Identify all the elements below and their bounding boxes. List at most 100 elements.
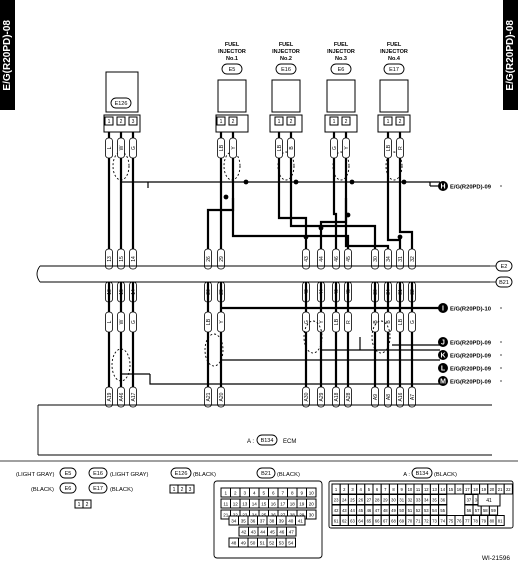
legend-b134-pin-number: 28 <box>375 498 380 503</box>
shielded-wire-oval <box>277 151 295 181</box>
sensor-pin-number: 2 <box>120 119 123 125</box>
legend-b134-pin-number: 15 <box>449 487 454 492</box>
legend-b21-pin-number: 28 <box>290 513 296 518</box>
ref-j-marker-letter: J <box>441 340 445 347</box>
e2-pin-label-text: 43 <box>304 256 310 262</box>
legend-b134-pin-number: 57 <box>475 508 480 513</box>
injector-pin-box <box>341 116 351 126</box>
ecm-pin-label <box>217 386 225 408</box>
fuel-injector-1-label: FUEL <box>225 42 240 48</box>
legend-b21-pin-number: 37 <box>260 519 266 524</box>
shielded-wire-oval <box>371 320 391 354</box>
connector-e2-code-text: E2 <box>501 264 508 270</box>
e2-pin-label-text: 44 <box>319 256 325 262</box>
legend-b134-pin-number: 12 <box>424 487 429 492</box>
legend-b21-pin-number: 7 <box>281 491 284 496</box>
e2-pin-label <box>384 248 392 270</box>
injector-pin-number: 1 <box>333 119 336 125</box>
legend-b134-pin-number: 26 <box>358 498 363 503</box>
legend-b134-pin-number: 56 <box>467 508 472 513</box>
legend-b134-pin-number: 47 <box>375 508 380 513</box>
top-wire-color-label <box>129 137 137 159</box>
mid-wire-color-label <box>408 311 416 333</box>
section-tab-right: E/G(R20PD)-08 <box>503 0 518 110</box>
legend-b134-pin-number: 46 <box>367 508 372 513</box>
legend-b134-pin-number: 81 <box>498 519 503 524</box>
e2-pin-label-text: 13 <box>107 256 113 262</box>
legend-b134-pin-number: 59 <box>491 508 496 513</box>
legend-b134-pin-number: 6 <box>376 487 379 492</box>
legend-b21-pin-number: 50 <box>250 541 256 546</box>
legend-b21-pin-number: 29 <box>299 513 305 518</box>
ref-i-marker <box>438 303 448 313</box>
legend-b134-pin-number: 7 <box>384 487 387 492</box>
ecm-pin-label-text: A20 <box>219 392 225 401</box>
legend-b134-pin-number: 69 <box>399 519 404 524</box>
legend-b21-pin-number: 47 <box>289 530 295 535</box>
top-wire-color-label-text: Y <box>231 146 237 150</box>
legend-b21-pin-number: 17 <box>280 502 286 507</box>
legend-b21-pin-number: 41 <box>298 519 304 524</box>
injector-pin-number: 1 <box>220 119 223 125</box>
legend-b21-pin-number: 6 <box>272 491 275 496</box>
e2-pin-label-text: 15 <box>119 256 125 262</box>
legend-b21-pin-number: 38 <box>269 519 275 524</box>
top-wire-color-label <box>117 137 125 159</box>
legend-b134-pin-number: 38 <box>475 498 480 503</box>
legend-b134-pin-number: 58 <box>483 508 488 513</box>
legend-b21-color: (BLACK) <box>277 472 300 478</box>
legend-b134-pin-number: 75 <box>449 519 454 524</box>
ref-i-marker-letter: I <box>442 306 444 313</box>
legend-b21-pin-number: 8 <box>291 491 294 496</box>
legend-b134-pin <box>495 515 505 526</box>
legend-b134-pin <box>503 483 513 495</box>
ecm-pin-label-text: A16 <box>398 392 404 401</box>
top-wire-color-label <box>229 137 237 159</box>
legend-b21-pin-number: 15 <box>261 502 267 507</box>
injector-pin-box <box>286 116 296 126</box>
injector-pin-box <box>228 116 238 126</box>
legend-e126-text: E126 <box>175 471 188 477</box>
legend-b134-pin-number: 52 <box>416 508 421 513</box>
legend-e17 <box>88 482 108 494</box>
legend-b134-pin-number: 35 <box>432 498 437 503</box>
fuel-injector-4-label: FUEL <box>387 42 402 48</box>
legend-b134-pin-number: 42 <box>334 508 339 513</box>
ecm-pin-label-text: A18 <box>334 392 340 401</box>
top-wire-color-label-text: L <box>107 146 113 149</box>
legend-b21-pin-number: 11 <box>223 502 228 507</box>
legend-b134-pin-number: 3 <box>351 487 354 492</box>
wire-junction <box>318 225 324 231</box>
top-wire-color-label-text: LB <box>219 144 225 151</box>
wire-junction <box>243 179 249 185</box>
sensor-pin-box <box>104 116 114 126</box>
wire-junction <box>223 194 229 200</box>
legend-b134-pin-number: 1 <box>335 487 338 492</box>
legend-b21-pin-number: 24 <box>252 513 258 518</box>
e2-pin-label-text: 46 <box>334 256 340 262</box>
legend-injector-pin-number: 1 <box>78 502 81 508</box>
legend-b21-pin-number: 18 <box>290 502 296 507</box>
legend-e6 <box>59 482 77 494</box>
shielded-wire-oval <box>385 151 403 181</box>
injector-wire-route <box>332 198 338 262</box>
legend-b21-pin-number: 40 <box>288 519 294 524</box>
fuel-injector-3-label: INJECTOR <box>327 49 355 55</box>
legend-light-gray-right: (LIGHT GRAY) <box>110 472 149 478</box>
legend-b21 <box>256 467 276 479</box>
legend-b134-pin-number: 44 <box>350 508 355 513</box>
section-tab-left: E/G(R20PD)-08 <box>0 0 15 110</box>
mid-wire-color-label-text: Y <box>219 320 225 324</box>
legend-b21-pin-number: 52 <box>269 541 275 546</box>
ref-m-text: E/G(R20PD)-09 <box>450 379 492 385</box>
legend-b21-pin <box>306 498 317 509</box>
fuel-injector-4-label: INJECTOR <box>380 49 408 55</box>
legend-b134-color: (BLACK) <box>434 472 457 478</box>
mid-wire-color-label-text: G <box>304 320 310 324</box>
legend-e5-text: E5 <box>65 471 72 477</box>
legend-light-gray-left: (LIGHT GRAY) <box>16 472 55 478</box>
top-wire-color-label-text: R <box>398 146 404 150</box>
top-wire-color-label <box>342 137 350 159</box>
legend-b21-pin <box>285 537 296 548</box>
legend-b21-pin-number: 26 <box>271 513 277 518</box>
